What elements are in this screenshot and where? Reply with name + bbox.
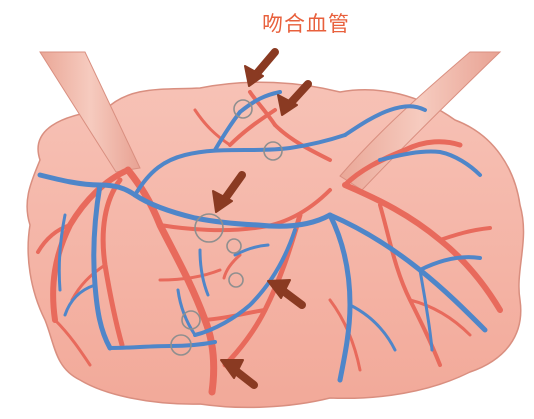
arrow-icon [245,52,275,86]
